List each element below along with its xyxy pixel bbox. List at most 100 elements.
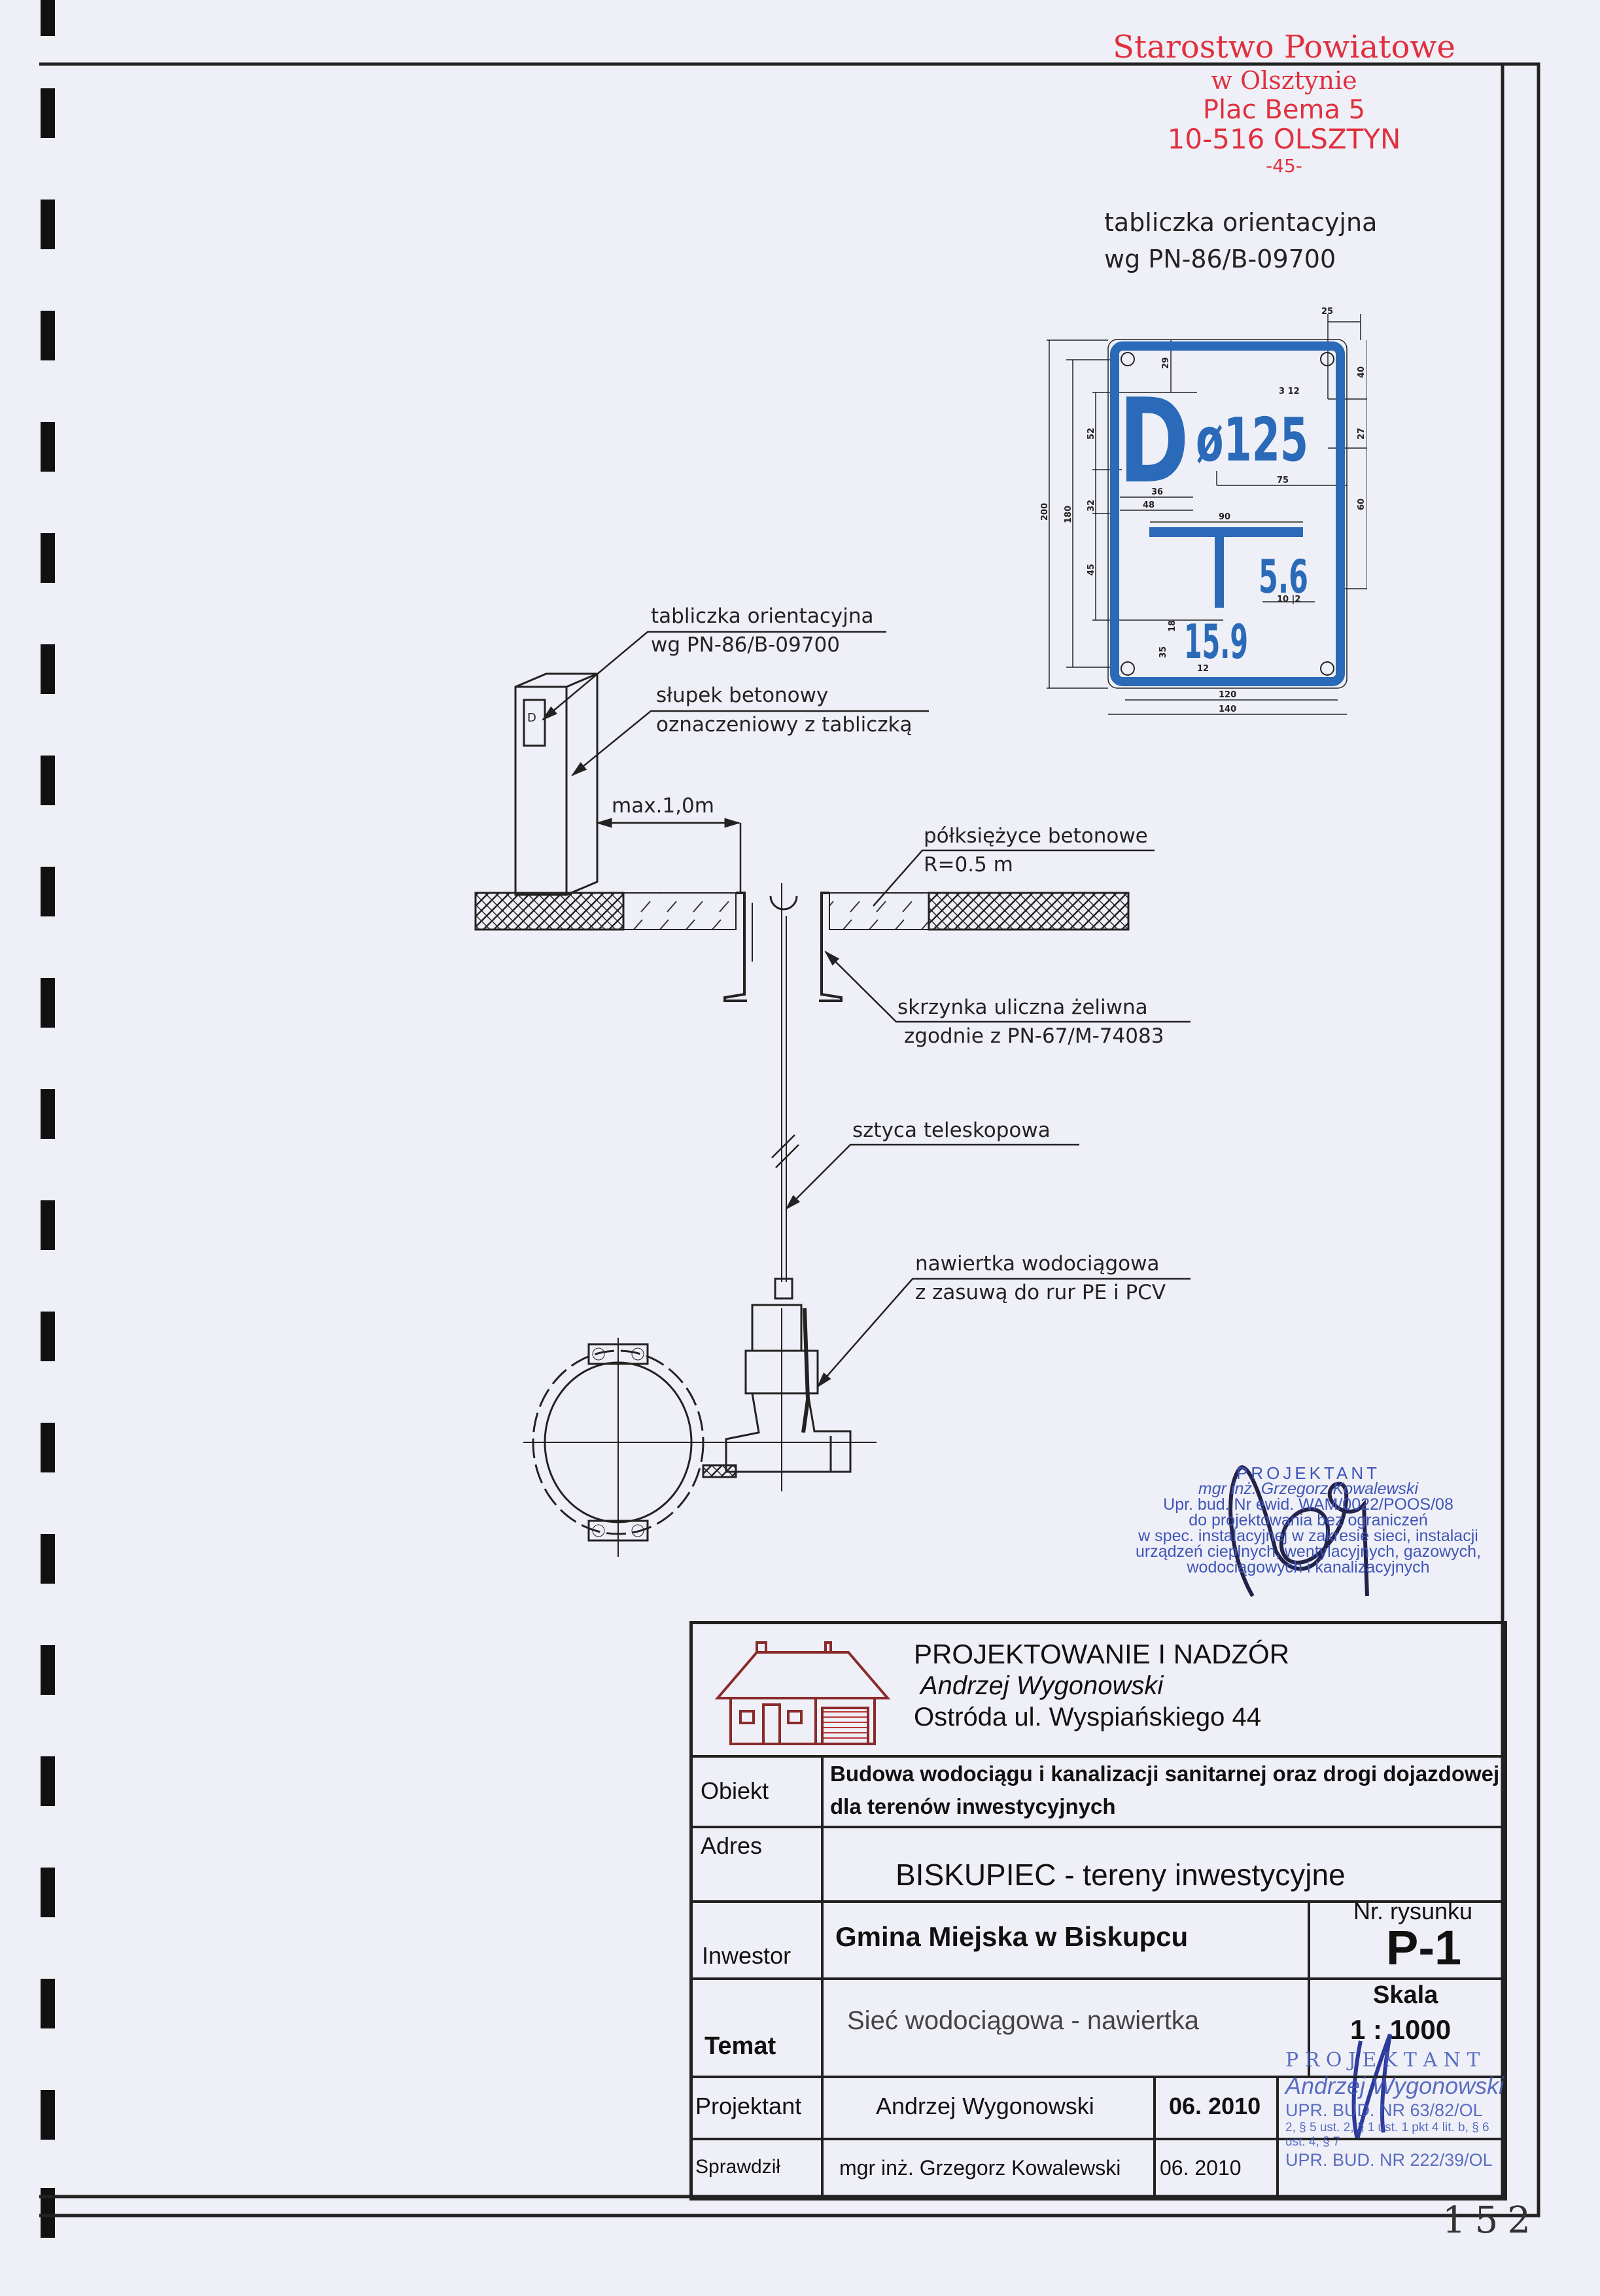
binding-hole (41, 867, 55, 916)
binding-hole (41, 1200, 55, 1250)
dim-label: 200 (1040, 503, 1050, 521)
binding-hole (41, 756, 55, 805)
dim-label: 40 (1357, 366, 1366, 378)
dim-label: 3 12 (1279, 387, 1300, 396)
designer-name: Andrzej Wygonowski (876, 2093, 1094, 2119)
stamp-line: -45- (1266, 155, 1302, 177)
leader-lines (542, 631, 1191, 1388)
dim-label: 90 (1219, 512, 1230, 522)
dim-label: 35 (1158, 646, 1168, 658)
dim-label: 180 (1064, 506, 1073, 523)
owner-stamp-line: 2, § 5 ust. 2, § 1 ust. 1 pkt 4 lit. b, … (1285, 2121, 1489, 2149)
object-row: Obiekt Budowa wodociągu i kanalizacji sa… (693, 1755, 1504, 1828)
topic-label: Temat (704, 2032, 776, 2060)
owner-stamp-line: UPR. BUD. NR 63/82/OL (1285, 2100, 1483, 2120)
drawing-number: P-1 (1386, 1921, 1462, 1975)
binding-hole (41, 1423, 55, 1472)
designer-row: Projektant Andrzej Wygonowski 06. 2010 (693, 2076, 1504, 2140)
dim-label: 10 |2 (1277, 595, 1300, 604)
dim-label: 52 (1087, 428, 1096, 440)
street-box (723, 892, 843, 1002)
address-label: Adres (701, 1832, 763, 1859)
label-plate-line1: tabliczka orientacyjna (651, 604, 874, 628)
checker-label: Sprawdził (695, 2156, 781, 2178)
stamp-line: urządzeń cieplnych, wentylacyjnych, gazo… (1135, 1542, 1482, 1561)
binding-hole (41, 533, 55, 583)
plate-border (1110, 341, 1345, 686)
sign-title-line1: tabliczka orientacyjna (1104, 208, 1378, 237)
binding-hole (41, 2090, 55, 2140)
dim-label: 29 (1161, 357, 1171, 369)
diameter-value: ø125 (1196, 405, 1308, 475)
house-logo (714, 1641, 891, 1745)
checker-row: Sprawdził mgr inż. Grzegorz Kowalewski 0… (693, 2138, 1504, 2198)
checker-date: 06. 2010 (1160, 2156, 1242, 2180)
designer-date: 06. 2010 (1169, 2093, 1261, 2119)
ground-surface (474, 892, 1130, 931)
signature-wygonowski (1351, 2033, 1392, 2140)
dim-label: 27 (1357, 428, 1366, 440)
label-plate-line2: wg PN-86/B-09700 (651, 633, 840, 657)
dim-label: 36 (1151, 487, 1163, 497)
binding-hole (41, 1534, 55, 1584)
dimension-labels: 25 40 3 12 27 75 60 90 36 48 29 52 32 45… (1040, 307, 1366, 714)
binding-hole (41, 978, 55, 1028)
owner-stamp-line: P R O J E K T A N T (1285, 2049, 1480, 2072)
binding-hole (41, 1312, 55, 1361)
investor-row: Inwestor Gmina Miejska w Biskupcu Nr. ry… (693, 1898, 1504, 1980)
label-crescents-line2: R=0.5 m (924, 853, 1013, 877)
scale-value: 1 : 1000 (1350, 2014, 1452, 2045)
stamp-line: 10-516 OLSZTYN (1167, 123, 1401, 155)
binding-hole (41, 88, 55, 138)
binding-hole (41, 1756, 55, 1806)
outer-frame (39, 62, 1540, 2218)
binding-hole (41, 2188, 55, 2238)
owner-stamp: P R O J E K T A N T Andrzej Wygonowski U… (1285, 2049, 1504, 2170)
binding-hole (41, 200, 55, 249)
label-box-line1: skrzynka uliczna żeliwna (897, 996, 1148, 1019)
tapping-valve (702, 1278, 852, 1491)
sign-detail-title: tabliczka orientacyjna wg PN-86/B-09700 (1104, 204, 1377, 277)
stamp-line: mgr inż. Grzegorz Kowalewski (1198, 1480, 1419, 1498)
signature-kowalewski (1228, 1465, 1369, 1597)
label-tap-line2: z zasuwą do rur PE i PCV (915, 1281, 1166, 1304)
stamp-line: Upr. bud. Nr ewid. WAM/0022/POOS/08 (1163, 1495, 1453, 1514)
sign-title-line2: wg PN-86/B-09700 (1104, 245, 1336, 273)
label-post-line2: oznaczeniowy z tabliczką (656, 713, 913, 737)
binding-hole (41, 1645, 55, 1695)
designer-label: Projektant (695, 2093, 802, 2119)
binding-hole (41, 0, 55, 36)
dim-label: 48 (1143, 500, 1155, 510)
tee-symbol (1149, 527, 1303, 537)
company-address: Ostróda ul. Wyspiańskiego 44 (914, 1703, 1262, 1731)
stamp-line: wodociągowych i kanalizacyjnych (1187, 1558, 1430, 1576)
stamp-line: do projektowania bez ograniczeń (1189, 1511, 1428, 1529)
owner-stamp-line: UPR. BUD. NR 222/39/OL (1285, 2150, 1493, 2170)
stamp-line: w spec. instalacyjnej w zakresie sieci, … (1138, 1527, 1478, 1545)
stamp-line: Starostwo Powiatowe (1113, 29, 1455, 65)
company-name: PROJEKTOWANIE I NADZÓR (914, 1639, 1290, 1669)
page-number: 152 (1442, 2199, 1540, 2242)
dim-label: 12 (1197, 664, 1209, 674)
stamp-line: Plac Bema 5 (1202, 95, 1366, 125)
screw-icons (1121, 352, 1334, 676)
investor-label: Inwestor (702, 1942, 791, 1969)
binding-hole (41, 1979, 55, 2028)
dim-label: 18 (1168, 620, 1177, 632)
dim-label: 32 (1087, 500, 1096, 512)
label-tap-line1: nawiertka wodociągowa (915, 1252, 1160, 1276)
dim-label: 60 (1357, 498, 1366, 510)
label-post-line1: słupek betonowy (656, 684, 829, 707)
address-value: BISKUPIEC - tereny inwestycyjne (896, 1858, 1346, 1892)
drawing-number-label: Nr. rysunku (1353, 1898, 1473, 1924)
title-header: PROJEKTOWANIE I NADZÓR Andrzej Wygonowsk… (693, 1624, 1504, 1758)
distance-right-value: 5.6 (1259, 550, 1308, 604)
checker-name: mgr inż. Grzegorz Kowalewski (839, 2156, 1121, 2180)
orientation-plate-drawing: D ø125 5.6 15.9 25 40 3 12 27 75 60 90 3… (1040, 307, 1367, 715)
distance-bottom-value: 15.9 (1184, 614, 1248, 669)
owner-stamp-line: Andrzej Wygonowski (1285, 2072, 1504, 2099)
object-value: Budowa wodociągu i kanalizacji sanitarne… (830, 1762, 1500, 1818)
binding-hole (41, 644, 55, 694)
water-pipe (523, 1338, 877, 1557)
